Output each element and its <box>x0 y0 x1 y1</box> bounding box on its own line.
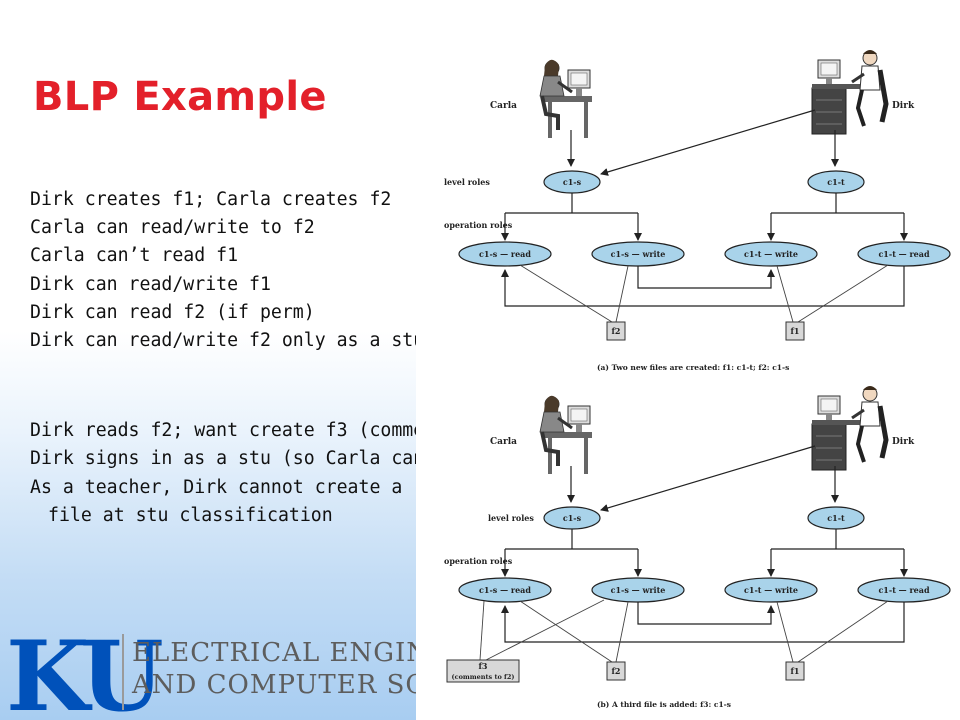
connector <box>519 600 613 663</box>
role-label: c1-s — read <box>479 585 531 595</box>
logo-divider <box>122 634 124 710</box>
user-label: Dirk <box>892 101 915 111</box>
operation-roles-label: operation roles <box>444 220 513 230</box>
file-note: (comments to f2) <box>452 673 515 681</box>
person-at-desk-icon <box>812 50 886 134</box>
role-label: c1-s — write <box>611 249 666 259</box>
file-label: f2 <box>611 326 620 336</box>
diagram-b: Carla Dirk level roles c1-s c1-t operati… <box>444 386 951 709</box>
role-node <box>724 577 818 603</box>
role-label: c1-t — read <box>878 249 930 259</box>
user-label: Carla <box>490 437 517 447</box>
role-label: c1-s <box>563 177 582 187</box>
person-at-desk-icon <box>812 386 886 470</box>
connector <box>776 601 794 663</box>
diagram-caption: (b) A third file is added: f3: c1-s <box>597 700 731 709</box>
arrow-icon <box>501 266 905 307</box>
connector <box>797 600 889 663</box>
diagram-caption: (a) Two new files are created: f1: c1-t;… <box>597 363 789 372</box>
bullet-line: As a teacher, Dirk cannot create a <box>30 476 403 498</box>
connector <box>485 599 605 661</box>
connector <box>504 529 639 574</box>
bullet-line: Dirk can read/write f1 <box>30 273 271 295</box>
role-label: c1-s — read <box>479 249 531 259</box>
connector <box>615 265 629 323</box>
bullet-line: Dirk reads f2; want create f3 (comments) <box>30 420 468 442</box>
role-label: c1-t <box>827 513 845 523</box>
bullet-line: Dirk can read/write f2 only as a stu <box>30 329 425 351</box>
role-node <box>458 577 552 603</box>
connector <box>797 264 889 323</box>
connector <box>615 601 629 663</box>
operation-roles-label-text: operation roles <box>444 220 513 230</box>
role-label: c1-s — write <box>611 585 666 595</box>
user-label: Dirk <box>892 437 915 447</box>
role-label: c1-s <box>563 513 582 523</box>
blp-diagram-panel: Carla Dirk level roles c1-s c1-t operati… <box>416 0 960 720</box>
logo-line1: ELECTRICAL ENGINEERING <box>132 638 416 668</box>
file-node <box>606 661 626 681</box>
diagram-a: Carla Dirk level roles c1-s c1-t operati… <box>444 50 951 372</box>
bullet-line: Dirk creates f1; Carla creates f2 <box>30 189 392 210</box>
level-roles-label: level roles <box>444 177 490 187</box>
person-at-desk-icon <box>538 57 594 140</box>
connector <box>504 193 639 238</box>
file-label: f1 <box>790 666 799 676</box>
person-at-desk-icon <box>538 393 594 476</box>
role-label: c1-t — read <box>878 585 930 595</box>
ku-mark-text: KU <box>6 620 162 720</box>
bullet-line: Carla can read/write to f2 <box>30 217 315 239</box>
file-node <box>785 321 805 341</box>
connector <box>770 193 905 238</box>
arrow-icon <box>600 445 816 512</box>
logo-line2: AND COMPUTER SCIENCE <box>132 670 416 700</box>
arrow-icon <box>637 266 775 289</box>
role-label: c1-t — write <box>744 249 798 259</box>
role-label: c1-t <box>827 177 845 187</box>
bullet-line: Dirk signs in as a stu (so Carla can rea… <box>30 448 490 470</box>
connector <box>770 529 905 574</box>
file-node <box>606 321 626 341</box>
slide-title: BLP Example <box>33 74 327 120</box>
bullet-line: Carla can’t read f1 <box>30 245 239 267</box>
arrow-icon <box>501 602 905 643</box>
file-label: f1 <box>790 326 799 336</box>
user-label: Carla <box>490 101 517 111</box>
ku-logo: KU ELECTRICAL ENGINEERING AND COMPUTER S… <box>4 618 416 720</box>
role-node <box>724 241 818 267</box>
file-label: f2 <box>611 666 620 676</box>
arrow-icon <box>600 109 816 176</box>
file-label: f3 <box>478 661 487 671</box>
connector <box>776 265 794 323</box>
arrow-icon <box>637 602 775 625</box>
blp-diagram: Carla Dirk level roles c1-s c1-t operati… <box>444 0 951 709</box>
bullet-list: Dirk creates f1; Carla creates f2 Carla … <box>30 186 500 530</box>
role-label: c1-t — write <box>744 585 798 595</box>
bullet-line: file at stu classification <box>48 504 333 526</box>
ku-mark-icon: KU <box>6 620 168 720</box>
operation-roles-label: operation roles <box>444 556 513 566</box>
connector <box>519 264 613 323</box>
bullet-line: Dirk can read f2 (if perm) <box>30 301 315 323</box>
connector <box>479 600 485 661</box>
role-node <box>458 241 552 267</box>
file-node <box>785 661 805 681</box>
level-roles-label: level roles <box>488 513 534 523</box>
file-node <box>446 659 520 683</box>
